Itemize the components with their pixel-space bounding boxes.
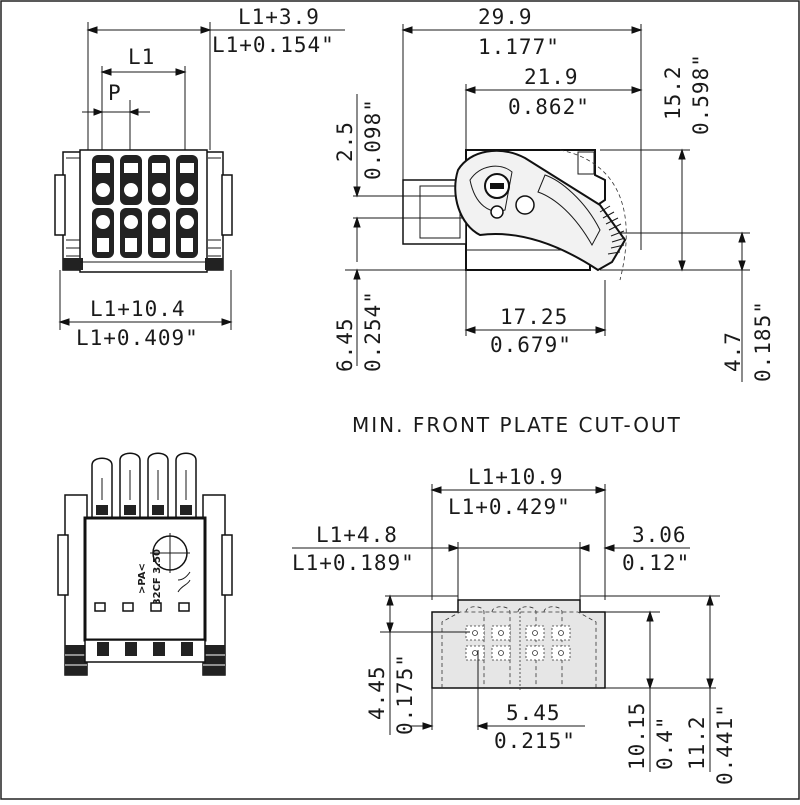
dim-bottom-overall-mm: L1+10.4 [90,297,186,321]
dim-cut-left-in: 0.175" [393,653,417,735]
dim-pin-offset-in: 0.098" [361,98,385,180]
dim-pitch: P [108,81,122,105]
cutout-heading: MIN. FRONT PLATE CUT-OUT [352,413,682,437]
dim-cut-step-in: 0.12" [622,551,690,575]
rear-marking-text: B2CF 3.50 [152,549,163,606]
dim-cut-h2-in: 0.441" [713,703,737,785]
dim-cut-inner-mm: L1+4.8 [316,523,398,547]
dim-base-len-in: 0.679" [490,333,572,357]
dim-foot-in: 0.185" [751,300,775,382]
side-view: 29.9 1.177" 21.9 0.862" 15.2 0.598" 2.5 … [333,5,775,382]
dim-cut-width-mm: L1+10.9 [468,465,564,489]
dim-pin-offset-mm: 2.5 [333,121,357,162]
dim-side-height-in: 0.598" [689,53,713,135]
rear-material-mark: >PA< [137,563,148,594]
dim-bottom-overall-in: L1+0.409" [76,326,199,350]
dim-cut-bottom-in: 0.215" [494,729,576,753]
dim-cut-width-in: L1+0.429" [448,495,571,519]
dim-cut-left-mm: 4.45 [365,665,389,720]
dim-base-len-mm: 17.25 [500,305,568,329]
dim-top-overall-mm: L1+3.9 [238,5,320,29]
rear-view: B2CF 3.50 >PA< [57,452,233,676]
dim-cut-inner-in: L1+0.189" [292,551,415,575]
dim-pin-low-in: 0.254" [361,290,385,372]
dim-top-overall-in: L1+0.154" [212,33,335,57]
front-view: L1+3.9 L1+0.154" L1 P [54,5,345,350]
dim-side-width-mm: 29.9 [478,5,533,29]
dim-side-width-in: 1.177" [478,35,560,59]
dim-cut-step-mm: 3.06 [632,523,687,547]
dim-pitch-span: L1 [128,45,155,69]
dim-side-inner-mm: 21.9 [524,65,579,89]
cutout-view: L1+10.9 L1+0.429" L1+4.8 L1+0.189" 3.06 … [292,465,737,785]
dim-side-height-mm: 15.2 [661,65,685,120]
dim-foot-mm: 4.7 [721,331,745,372]
dim-cut-h1-mm: 10.15 [625,702,649,770]
dim-cut-h1-in: 0.4" [653,715,677,770]
dim-side-inner-in: 0.862" [508,95,590,119]
dim-cut-h2-mm: 11.2 [685,715,709,770]
dim-pin-low-mm: 6.45 [333,317,357,372]
dim-cut-bottom-mm: 5.45 [506,701,561,725]
